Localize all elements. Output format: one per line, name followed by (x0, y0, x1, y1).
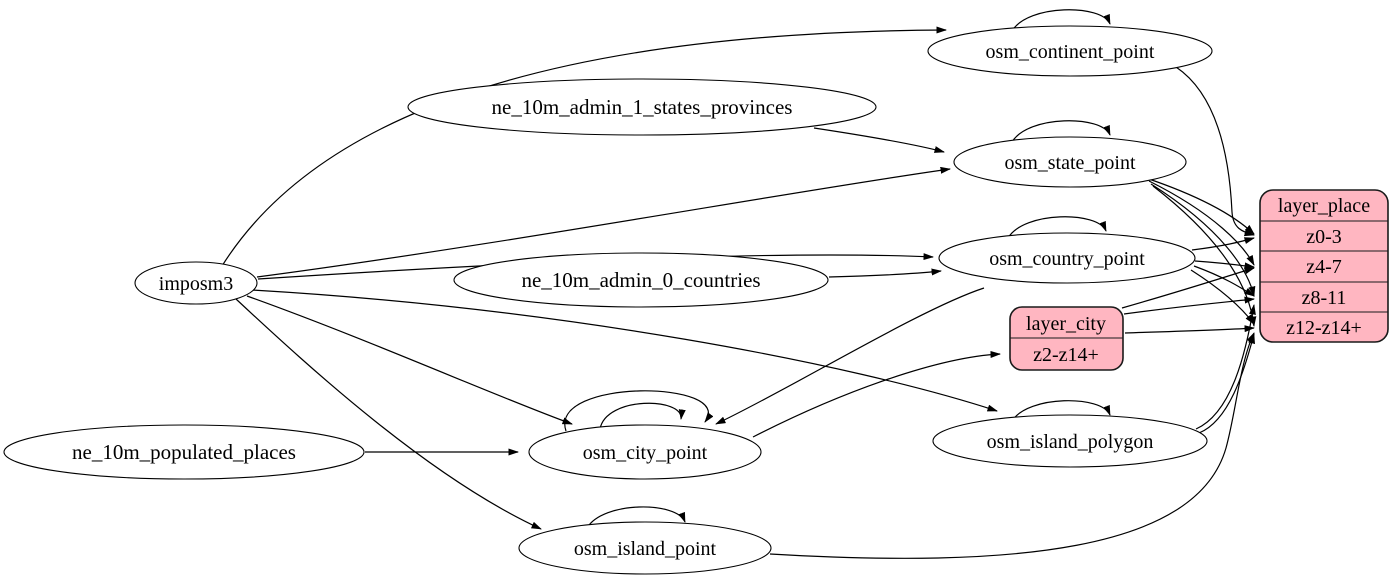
edge-osm_state_point-layer_place-z0-3 (1145, 177, 1255, 235)
edge-imposm3-osm_island_polygon (251, 289, 998, 412)
node-osm_island_point: osm_island_point (518, 521, 772, 575)
selfloop-osm_island_polygon (1011, 400, 1111, 422)
node-osm_island_point-shape (518, 521, 772, 575)
record-layer_city-row-z2-z14: z2-z14+ (1033, 344, 1099, 366)
node-osm_island_polygon-label: osm_island_polygon (987, 431, 1154, 453)
selfloop-osm_island_point (586, 506, 686, 529)
edge-ne_10m_admin_1_states_provinces-osm_state_point (813, 127, 945, 153)
edge-osm_state_point-layer_place-z8-11 (1150, 183, 1256, 297)
edge-osm_continent_point-layer_place-z0-3 (1175, 66, 1255, 237)
node-ne_10m_populated_places: ne_10m_populated_places (3, 424, 365, 480)
selfloop-osm_continent_point (1011, 9, 1111, 32)
edge-layer_city-layer_place-z8-11 (1123, 296, 1255, 315)
node-osm_country_point: osm_country_point (938, 232, 1196, 284)
node-osm_city_point: osm_city_point (528, 424, 762, 480)
node-osm_state_point-shape (953, 136, 1187, 188)
node-osm_island_polygon: osm_island_polygon (932, 414, 1208, 468)
edge-osm_island_polygon-layer_place-z12-z14 (1198, 333, 1255, 434)
node-osm_country_point-shape (938, 232, 1196, 284)
edge-osm_country_point-layer_place-z8-11 (1193, 265, 1255, 297)
node-osm_continent_point-label: osm_continent_point (986, 41, 1155, 63)
edge-osm_country_point-osm_city_point (715, 287, 985, 425)
edge-osm_state_point-layer_place-z4-7 (1148, 180, 1255, 266)
node-ne_10m_admin_0_countries-shape (453, 252, 829, 308)
edge-imposm3-osm_city_point (246, 295, 573, 425)
record-layer_place-box (1259, 189, 1389, 343)
edge-imposm3-osm_state_point (256, 166, 951, 278)
record-layer_place-row-z12-z14: z12-z14+ (1286, 317, 1362, 339)
edge-layer_city-layer_place-z4-7 (1121, 267, 1255, 309)
record-layer_place-title: layer_place (1278, 195, 1370, 217)
node-osm_island_polygon-shape (932, 414, 1208, 468)
node-imposm3: imposm3 (134, 261, 258, 305)
node-ne_10m_populated_places-label: ne_10m_populated_places (72, 440, 296, 464)
edge-layer_city-layer_place-z12-z14 (1124, 325, 1255, 334)
edge-osm_island_polygon-layer_place-z8-11 (1195, 304, 1256, 430)
selfloop-osm_city_point-outer (564, 390, 714, 432)
node-ne_10m_admin_1_states_provinces-shape (407, 78, 877, 136)
node-imposm3-label: imposm3 (159, 273, 233, 295)
node-osm_city_point-label: osm_city_point (583, 442, 708, 464)
record-layer_city: layer_city z2-z14+ (1009, 306, 1124, 371)
node-ne_10m_admin_1_states_provinces-label: ne_10m_admin_1_states_provinces (492, 95, 793, 119)
edge-osm_country_point-layer_place-z12-z14 (1190, 269, 1255, 325)
record-layer_place: layer_place z0-3 z4-7 z8-11 z12-z14+ (1259, 189, 1389, 343)
record-layer_place-row-z8-11: z8-11 (1302, 287, 1347, 309)
node-osm_continent_point-shape (927, 25, 1213, 77)
edge-imposm3-osm_island_point (235, 298, 542, 530)
node-osm_city_point-shape (528, 424, 762, 480)
selfloop-osm_city_point-inner (599, 402, 686, 430)
record-layer_city-title: layer_city (1026, 313, 1106, 335)
node-ne_10m_admin_0_countries: ne_10m_admin_0_countries (453, 252, 829, 308)
edge-ne_10m_admin_0_countries-osm_country_point (828, 268, 942, 278)
node-imposm3-shape (134, 261, 258, 305)
node-osm_state_point: osm_state_point (953, 136, 1187, 188)
node-osm_state_point-label: osm_state_point (1004, 152, 1136, 174)
edge-osm_country_point-layer_place-z0-3 (1191, 237, 1255, 251)
node-ne_10m_admin_0_countries-label: ne_10m_admin_0_countries (521, 268, 760, 292)
edge-osm_island_point-layer_place-z12-z14 (769, 332, 1255, 559)
record-layer_place-row-z4-7: z4-7 (1306, 256, 1342, 278)
node-ne_10m_populated_places-shape (3, 424, 365, 480)
node-osm_continent_point: osm_continent_point (927, 25, 1213, 77)
edge-osm_country_point-layer_place-z4-7 (1194, 260, 1255, 270)
node-ne_10m_admin_1_states_provinces: ne_10m_admin_1_states_provinces (407, 78, 877, 136)
edge-osm_city_point-layer_city (752, 350, 1001, 438)
selfloop-osm_country_point (1007, 216, 1107, 239)
record-layer_place-row-z0-3: z0-3 (1306, 226, 1342, 248)
node-osm_island_point-label: osm_island_point (574, 538, 717, 560)
node-osm_country_point-label: osm_country_point (989, 248, 1145, 270)
selfloop-osm_state_point (1011, 120, 1111, 143)
